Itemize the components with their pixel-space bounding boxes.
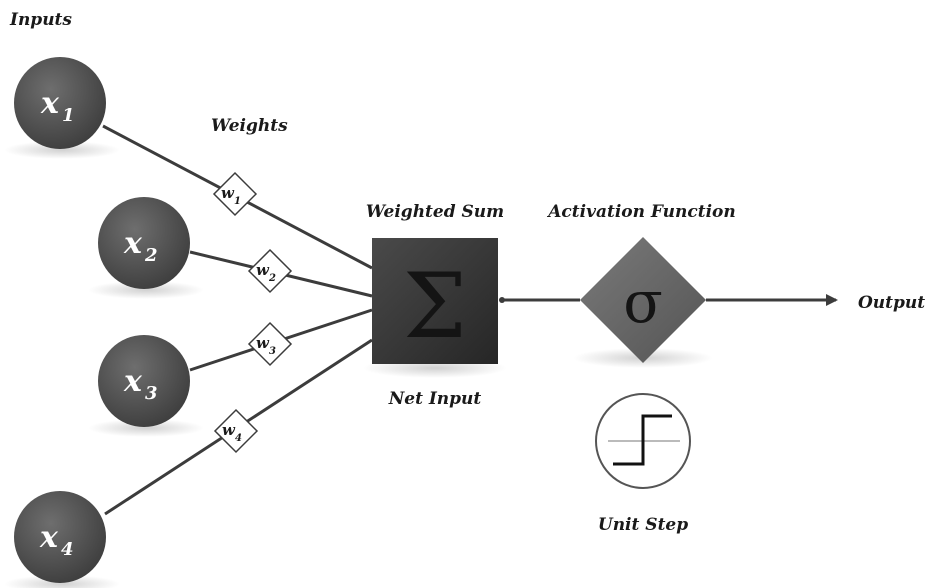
weight-subscript: 4 bbox=[235, 433, 242, 444]
connector-dot bbox=[499, 297, 505, 303]
unit-step-curve bbox=[613, 414, 672, 466]
unit-step-label: Unit Step bbox=[598, 515, 688, 535]
weighted-sum-label: Weighted Sum bbox=[366, 202, 504, 222]
weight-symbol: w bbox=[222, 421, 236, 439]
input-node-3: x 3 bbox=[98, 335, 190, 427]
node-shadow bbox=[88, 281, 204, 299]
activation-function-label: Activation Function bbox=[546, 202, 736, 222]
input-symbol: x bbox=[39, 520, 59, 555]
input-node-4: x 4 bbox=[14, 491, 106, 583]
input-symbol: x bbox=[123, 226, 143, 261]
weight-symbol: w bbox=[256, 334, 270, 352]
output-label: Output bbox=[858, 293, 925, 313]
summation-node: Σ bbox=[372, 238, 498, 364]
input-subscript: 2 bbox=[144, 245, 158, 266]
activation-symbol: σ bbox=[623, 268, 663, 336]
weight-node-4: w 4 bbox=[213, 408, 259, 454]
weight-subscript: 1 bbox=[234, 196, 241, 207]
node-shadow bbox=[4, 141, 120, 159]
node-shadow bbox=[88, 419, 204, 437]
weight-symbol: w bbox=[256, 261, 270, 279]
weights-label: Weights bbox=[211, 116, 288, 136]
input-subscript: 3 bbox=[145, 383, 158, 404]
weight-node-3: w 3 bbox=[247, 321, 293, 367]
unit-step-icon bbox=[595, 393, 691, 489]
input-node-2: x 2 bbox=[98, 197, 190, 289]
net-input-label: Net Input bbox=[388, 389, 482, 409]
weight-node-2: w 2 bbox=[247, 248, 293, 294]
weight-node-1: w 1 bbox=[212, 171, 258, 217]
sigma-symbol: Σ bbox=[403, 254, 467, 359]
activation-node: σ bbox=[580, 237, 706, 363]
weight-subscript: 3 bbox=[269, 346, 276, 357]
input-subscript: 4 bbox=[61, 539, 74, 560]
weight-symbol: w bbox=[221, 184, 235, 202]
input-symbol: x bbox=[123, 364, 143, 399]
weight-subscript: 2 bbox=[268, 273, 276, 284]
input-node-1: x 1 bbox=[14, 57, 106, 149]
input-symbol: x bbox=[40, 86, 60, 121]
inputs-label: Inputs bbox=[9, 10, 72, 30]
input-subscript: 1 bbox=[62, 105, 75, 126]
